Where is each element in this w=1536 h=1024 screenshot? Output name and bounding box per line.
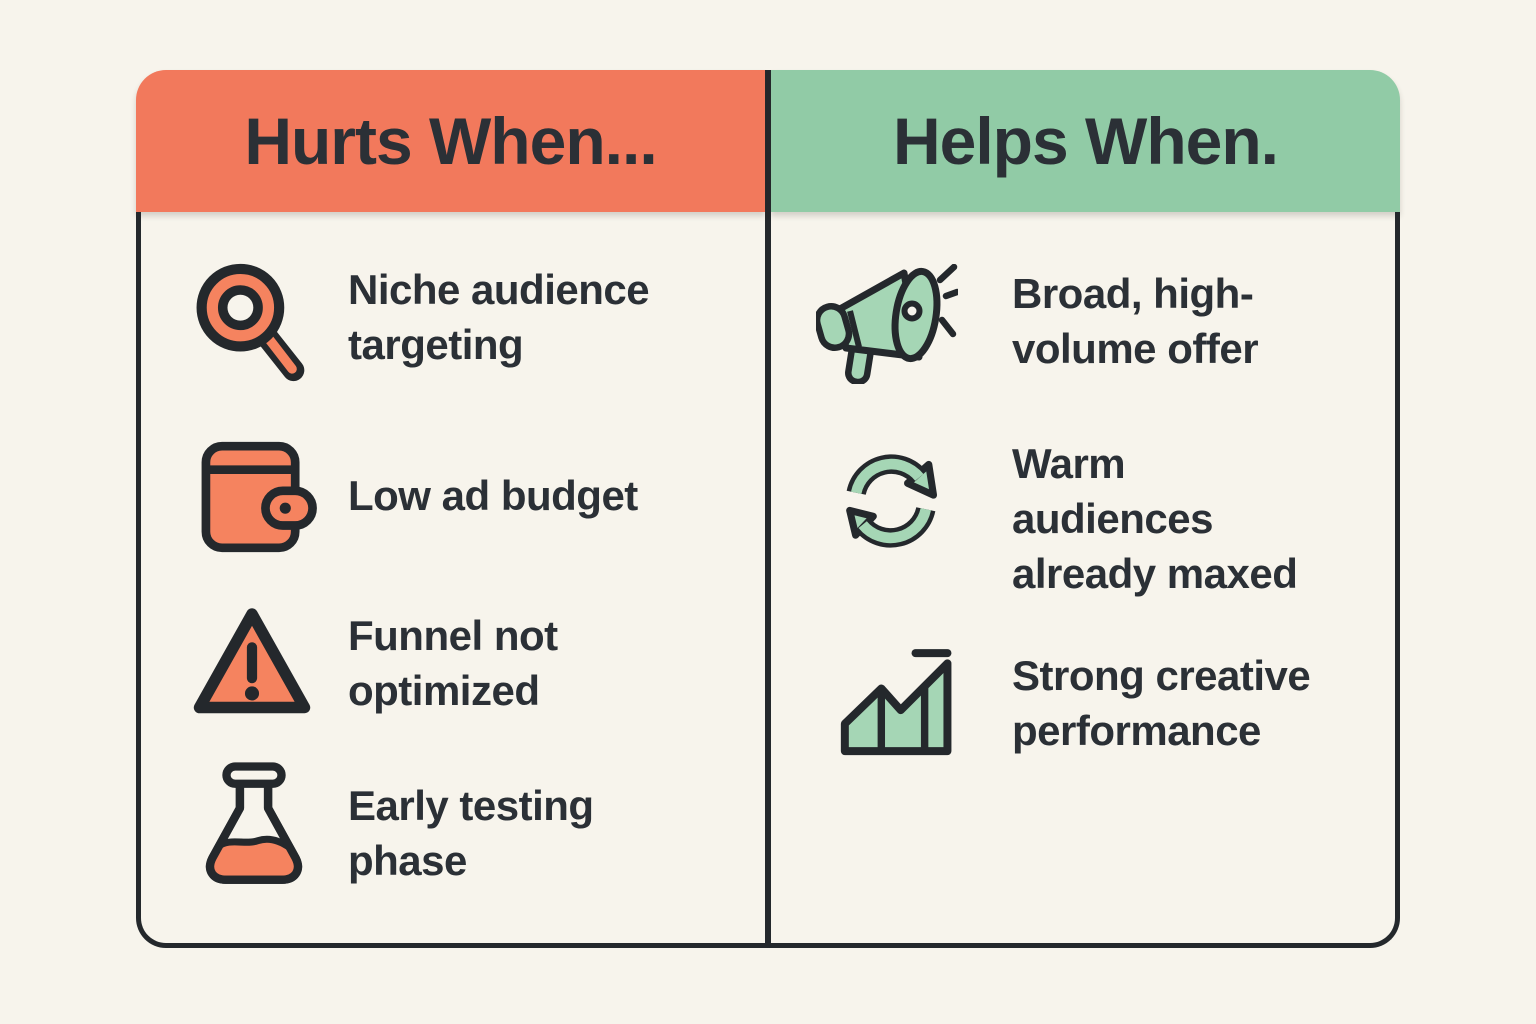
item-text-line: targeting — [348, 321, 524, 368]
item-early-testing-phase: Early testing phase — [348, 778, 594, 888]
hurts-when-title: Hurts When... — [244, 104, 657, 178]
item-text-line: Niche audience — [348, 266, 650, 313]
chart-icon — [838, 644, 952, 758]
item-funnel-not-optimized: Funnel not optimized — [348, 608, 558, 718]
item-text-line: Warm — [1012, 440, 1126, 487]
item-text-line: optimized — [348, 667, 540, 714]
helps-when-header: Helps When. — [771, 70, 1400, 212]
item-low-ad-budget: Low ad budget — [348, 468, 638, 523]
item-text-line: Early testing — [348, 782, 594, 829]
item-text-line: performance — [1012, 707, 1261, 754]
wallet-icon — [196, 435, 320, 559]
item-broad-high-volume-offer: Broad, high- volume offer — [1012, 266, 1259, 376]
comparison-card: Hurts When... Helps When. — [136, 70, 1400, 948]
item-warm-audiences-already-maxed: Warm audiences already maxed — [1012, 436, 1298, 601]
item-text-line: audiences — [1012, 495, 1213, 542]
item-text-line: already maxed — [1012, 550, 1298, 597]
refresh-icon — [832, 442, 950, 560]
item-text-line: Funnel not — [348, 612, 558, 659]
column-divider — [765, 70, 771, 948]
item-text-line: Broad, high- — [1012, 270, 1254, 317]
item-strong-creative-performance: Strong creative performance — [1012, 648, 1311, 758]
flask-icon — [190, 762, 318, 890]
search-icon — [186, 256, 322, 392]
item-niche-audience-targeting: Niche audience targeting — [348, 262, 650, 372]
item-text-line: Strong creative — [1012, 652, 1311, 699]
helps-when-title: Helps When. — [892, 104, 1279, 178]
hurts-when-header: Hurts When... — [136, 70, 765, 212]
item-text-line: phase — [348, 837, 467, 884]
card-body-outline — [136, 212, 1400, 948]
megaphone-icon — [816, 264, 958, 384]
item-text-line: Low ad budget — [348, 472, 638, 519]
item-text-line: volume offer — [1012, 325, 1259, 372]
warning-icon — [188, 600, 316, 728]
